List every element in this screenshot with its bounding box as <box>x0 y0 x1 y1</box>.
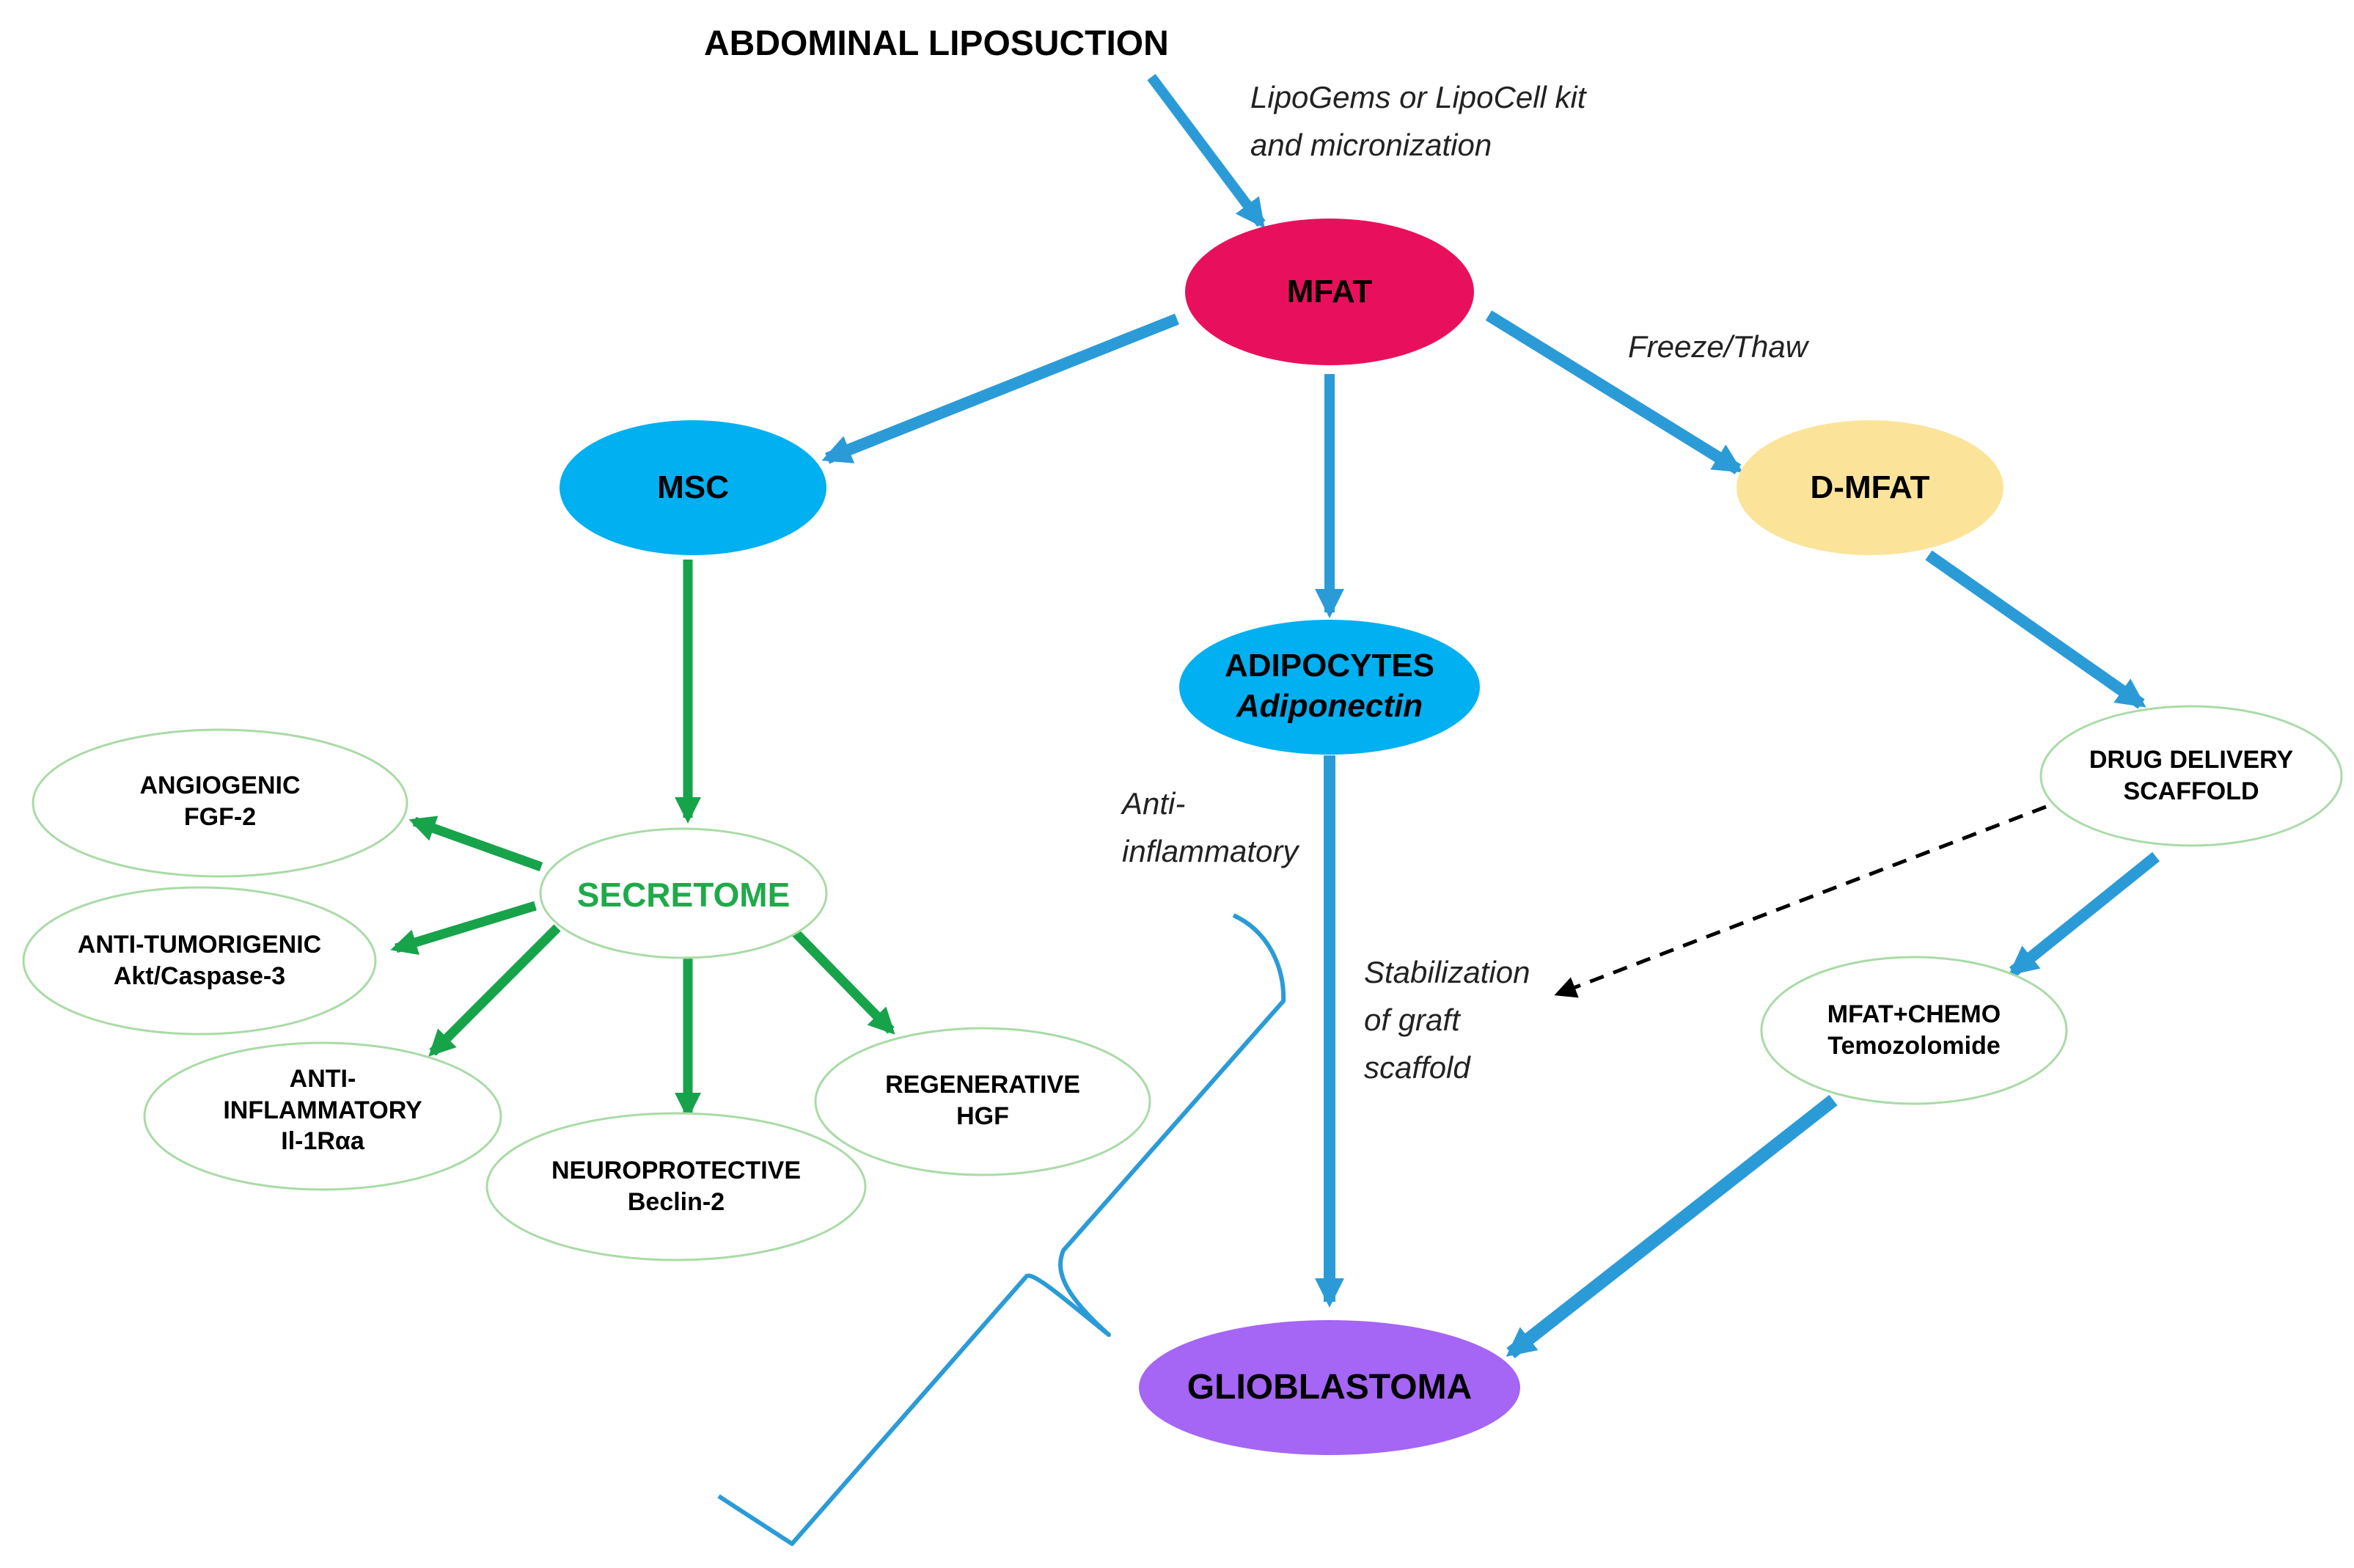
angiogenic-label: ANGIOGENIC FGF-2 <box>73 770 367 832</box>
arrow-secretome-to-regenerative <box>792 929 895 1035</box>
arrow-secretome-to-angiogenic <box>408 816 543 872</box>
arrow-mfat-to-dmfat <box>1485 310 1743 475</box>
arrow-secretome-to-antiinflammatory <box>428 924 561 1057</box>
neuroprotective-line1: NEUROPROTECTIVE <box>551 1157 802 1184</box>
curly-brace-bracket <box>717 913 1286 1546</box>
angiogenic-node-shape <box>32 728 408 878</box>
antitumor-node-shape <box>22 886 377 1036</box>
kit-note: LipoGems or LipoCell kit and micronizati… <box>1250 73 1586 169</box>
anti-note-line2: inflammatory <box>1122 834 1299 869</box>
dashed-arrow-drug-to-stabilization <box>1554 805 2047 998</box>
chemo-node-shape <box>1760 956 2068 1105</box>
adipocytes-title: ADIPOCYTES <box>1224 648 1435 684</box>
secretome-label: SECRETOME <box>576 876 791 914</box>
drug-delivery-node-shape <box>2039 705 2343 847</box>
dmfat-node-shape <box>1737 420 2003 555</box>
chemo-label: MFAT+CHEMO Temozolomide <box>1767 999 2061 1061</box>
regenerative-line2: HGF <box>956 1102 1009 1130</box>
adipocytes-label: ADIPOCYTES Adiponectin <box>1176 645 1484 726</box>
regenerative-node-shape <box>814 1027 1151 1176</box>
secretome-node-shape <box>539 827 828 959</box>
stabilization-note: Stabilization of graft scaffold <box>1364 948 1530 1091</box>
antiinflammatory-line2: INFLAMMATORY <box>223 1096 422 1124</box>
stab-note-line3: scaffold <box>1364 1050 1470 1085</box>
regenerative-label: REGENERATIVE HGF <box>836 1069 1129 1132</box>
glioblastoma-node-shape <box>1139 1320 1520 1455</box>
antiinflammatory-line3: Il-1Rαa <box>281 1127 364 1155</box>
adipocytes-node-shape <box>1179 620 1480 755</box>
glioblastoma-label: GLIOBLASTOMA <box>1187 1368 1473 1407</box>
neuroprotective-node-shape <box>485 1112 867 1261</box>
drug-delivery-label: DRUG DELIVERY SCAFFOLD <box>2045 744 2338 807</box>
drug-delivery-line2: SCAFFOLD <box>2123 777 2259 805</box>
regenerative-line1: REGENERATIVE <box>885 1071 1080 1099</box>
chemo-line2: Temozolomide <box>1827 1031 2001 1060</box>
drug-delivery-line1: DRUG DELIVERY <box>2089 746 2294 774</box>
mfat-label: MFAT <box>1286 274 1373 309</box>
antiinflammatory-node-shape <box>143 1041 502 1191</box>
adiponectin-label: Adiponectin <box>1236 688 1423 724</box>
angiogenic-line2: FGF-2 <box>183 802 257 831</box>
arrow-secretome-to-antitumor <box>390 901 537 956</box>
chemo-line1: MFAT+CHEMO <box>1827 1000 2001 1028</box>
arrow-drug-to-chemo <box>2008 851 2160 977</box>
neuroprotective-line2: Beclin-2 <box>627 1187 725 1216</box>
neuroprotective-label: NEUROPROTECTIVE Beclin-2 <box>529 1155 823 1217</box>
arrow-dmfat-to-drug <box>1925 550 2146 709</box>
antiinflammatory-label: ANTI- INFLAMMATORY Il-1Rαa <box>176 1063 469 1157</box>
freeze-thaw-note: Freeze/Thaw <box>1628 329 1808 364</box>
antiinflammatory-line1: ANTI- <box>289 1065 356 1093</box>
arrow-lipo-to-mfat <box>1147 73 1266 229</box>
msc-label: MSC <box>657 469 729 505</box>
msc-node-shape <box>560 420 826 555</box>
arrow-mfat-to-msc <box>821 313 1179 464</box>
angiogenic-line1: ANGIOGENIC <box>139 772 301 799</box>
antitumor-line1: ANTI-TUMORIGENIC <box>77 931 322 959</box>
arrow-chemo-to-glioblastoma <box>1506 1094 1838 1359</box>
mfat-node-shape <box>1185 219 1474 365</box>
kit-note-line1: LipoGems or LipoCell kit <box>1250 80 1586 114</box>
antitumor-line2: Akt/Caspase-3 <box>113 961 286 990</box>
page-title: ABDOMINAL LIPOSUCTION <box>704 24 1169 63</box>
antitumor-label: ANTI-TUMORIGENIC Akt/Caspase-3 <box>53 929 346 992</box>
kit-note-line2: and micronization <box>1250 128 1492 163</box>
dmfat-label: D-MFAT <box>1810 469 1930 505</box>
stab-note-line2: of graft <box>1364 1003 1460 1038</box>
anti-note-line1: Anti- <box>1122 786 1186 821</box>
stab-note-line1: Stabilization <box>1364 955 1530 989</box>
anti-inflammatory-note: Anti- inflammatory <box>1122 780 1298 875</box>
